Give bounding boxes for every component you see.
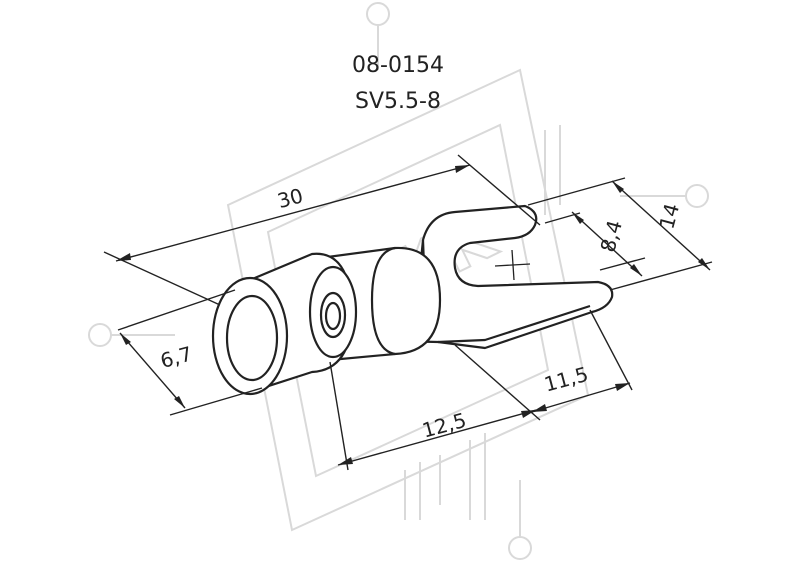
watermark-circle-left (88, 323, 112, 347)
watermark-circle-top (366, 2, 390, 26)
ext-line-125-left (329, 361, 349, 471)
arrow-67-top (120, 333, 131, 345)
ext-line-30-right (457, 154, 541, 226)
arrow-125-left (338, 457, 353, 465)
ext-line-84-bottom (599, 257, 646, 271)
arrow-115-right (615, 383, 630, 391)
dim-label-fork-length: 11,5 (542, 362, 591, 397)
watermark-circle-bottom (508, 536, 532, 560)
barrel-neck-flare (370, 246, 396, 356)
ext-line-67-top (117, 289, 236, 331)
dimension-arrows (116, 165, 710, 465)
part-number: 08-0154 (352, 53, 444, 78)
ext-line-67-bottom (169, 387, 263, 416)
ext-line-125-right (454, 344, 541, 421)
barrel-bore (324, 301, 342, 331)
arrow-125-right (521, 410, 536, 418)
dimension-lines (103, 154, 713, 471)
arrow-30-right (455, 165, 470, 173)
fork-center-mark (494, 249, 531, 281)
dim-line-115 (531, 382, 631, 413)
spade-terminal (211, 204, 614, 396)
sleeve-front-inner (225, 294, 279, 382)
dim-label-sleeve-diameter: 6,7 (158, 342, 195, 373)
ext-line-14-bottom (609, 261, 713, 291)
arrow-14-bottom (698, 258, 710, 270)
arrow-67-bottom (174, 396, 185, 408)
dim-line-14 (611, 180, 711, 271)
ext-line-14-top (527, 177, 626, 206)
arrow-115-left (532, 404, 547, 412)
watermark-circle-right (685, 184, 709, 208)
dim-line-125 (337, 409, 537, 466)
dim-label-sleeve-length: 12,5 (420, 408, 469, 443)
dim-line-84 (571, 211, 643, 277)
dim-label-overall-length: 30 (275, 183, 306, 213)
dim-line-67 (119, 332, 186, 409)
dim-line-30 (115, 164, 471, 262)
dim-label-fork-inner-width: 8,4 (596, 218, 627, 255)
ext-line-30-left (103, 251, 221, 306)
arrow-14-top (612, 181, 624, 193)
arrow-84-top (572, 212, 584, 224)
arrow-84-bottom (630, 264, 642, 276)
watermark-frame-inner (266, 123, 550, 478)
ext-line-115-right (589, 309, 633, 391)
arrow-30-left (116, 253, 131, 261)
model-name: SV5.5-8 (355, 89, 441, 114)
dim-label-fork-outer-width: 14 (654, 201, 684, 232)
